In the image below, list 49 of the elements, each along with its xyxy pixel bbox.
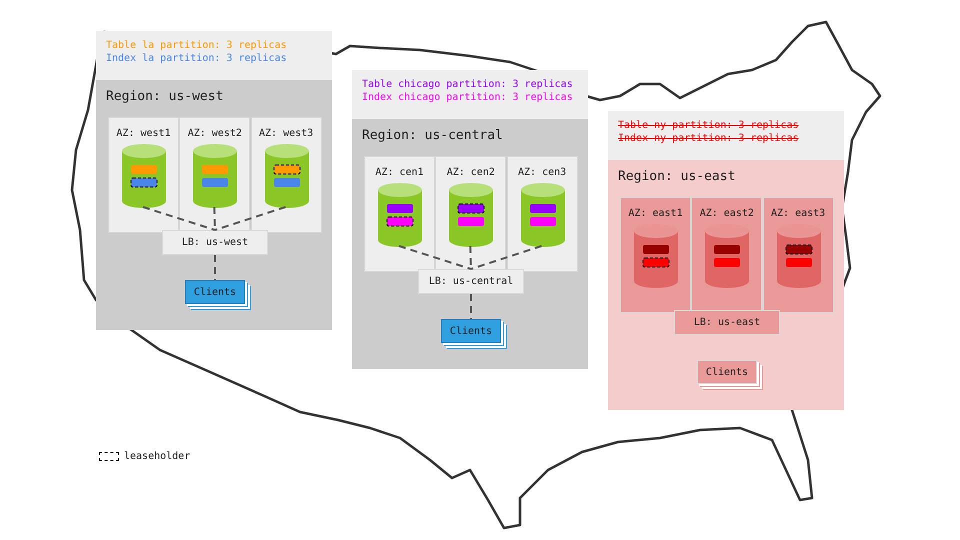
partition-note: Index ny partition: 3 replicas (618, 132, 800, 145)
zone-panel (762, 197, 834, 313)
load-balancer-box (418, 269, 524, 294)
load-balancer-box (674, 310, 780, 335)
legend-label: leaseholder (124, 451, 190, 462)
partition-note-panel (352, 70, 588, 119)
clients-label: Clients (450, 326, 492, 336)
partition-note: Table ny partition: 3 replicas (618, 119, 800, 132)
dashed-connector (214, 255, 216, 280)
clients-label: Clients (194, 286, 236, 298)
partition-note: Index la partition: 3 replicas (106, 52, 288, 65)
load-balancer-label: LB: us-east (694, 317, 760, 328)
region-panel (96, 80, 332, 330)
dashed-connector (470, 245, 542, 270)
zone-label: AZ: east1 (628, 208, 683, 219)
zone-panel (179, 117, 250, 233)
zone-panel (364, 156, 435, 272)
zone-panel (506, 156, 578, 272)
zone-label: AZ: cen2 (446, 167, 495, 178)
partition-note-panel (608, 111, 844, 160)
region-title: Region: us-west (106, 89, 224, 104)
dashed-connector (398, 245, 472, 270)
zone-label: AZ: east3 (771, 208, 826, 219)
zone-panel (435, 156, 506, 272)
load-balancer-label: LB: us-central (428, 276, 514, 287)
partition-note: Table chicago partition: 3 replicas (362, 78, 574, 91)
zone-panel (250, 117, 322, 233)
clients-label: Clients (706, 366, 748, 378)
zone-label: AZ: west1 (116, 128, 171, 139)
zone-panel (108, 117, 179, 233)
dashed-connector (142, 206, 216, 231)
zone-label: AZ: east2 (700, 208, 754, 219)
dashed-connector (470, 294, 472, 319)
partition-note: Table la partition: 3 replicas (106, 39, 288, 52)
partition-note-panel (96, 31, 332, 80)
dashed-connector (214, 206, 286, 231)
zone-label: AZ: west2 (188, 128, 242, 139)
zone-panel (691, 197, 762, 313)
load-balancer-box (162, 230, 268, 255)
region-title: Region: us-central (362, 128, 503, 143)
zone-label: AZ: cen3 (518, 167, 566, 178)
region-panel (608, 160, 844, 410)
load-balancer-label: LB: us-west (182, 237, 248, 248)
zone-label: AZ: cen1 (375, 167, 424, 178)
zone-label: AZ: west3 (259, 128, 314, 139)
partition-note: Index chicago partition: 3 replicas (362, 91, 574, 104)
region-panel (352, 119, 588, 369)
region-title: Region: us-east (618, 169, 736, 184)
zone-panel (620, 197, 691, 313)
